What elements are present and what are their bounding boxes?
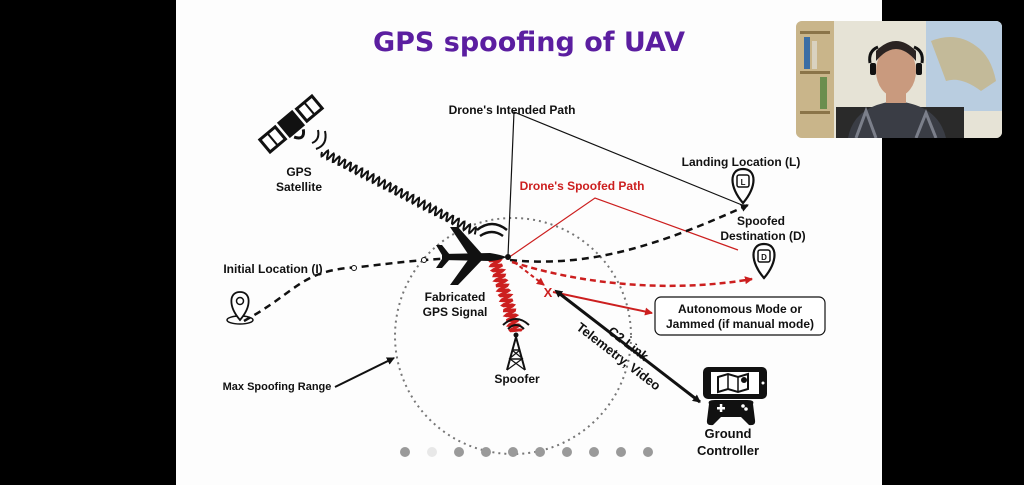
pager-dot[interactable] xyxy=(535,447,545,457)
intended-route xyxy=(509,203,749,263)
spoofed-destination-label-1: Spoofed xyxy=(737,214,785,228)
svg-text:L: L xyxy=(741,178,746,187)
pager-dot[interactable] xyxy=(589,447,599,457)
c2-link-arrow xyxy=(554,289,701,404)
autonomous-mode-label-2: Jammed (if manual mode) xyxy=(666,317,814,331)
pager-dot[interactable] xyxy=(400,447,410,457)
fabricated-signal-label-2: GPS Signal xyxy=(423,305,488,319)
gps-satellite-label-1: GPS xyxy=(286,165,311,179)
destination-pin-icon: D xyxy=(752,242,776,280)
pager-dot[interactable] xyxy=(616,447,626,457)
slide-pager[interactable] xyxy=(400,447,653,457)
satellite-signal-wave xyxy=(320,149,478,235)
radio-tower-icon xyxy=(502,318,530,371)
pager-dot[interactable] xyxy=(427,447,437,457)
pager-dot[interactable] xyxy=(481,447,491,457)
slide-canvas xyxy=(176,0,882,485)
initial-route xyxy=(243,256,463,323)
pager-dot[interactable] xyxy=(454,447,464,457)
spoofed-path-label: Drone's Spoofed Path xyxy=(520,179,645,193)
webcam-person xyxy=(796,21,1002,138)
ground-controller-label-1: Ground xyxy=(705,426,752,441)
spoofed-destination-label-2: Destination (D) xyxy=(720,229,805,243)
landing-location-pin-icon: L xyxy=(731,167,755,205)
intended-path-lines xyxy=(507,111,743,257)
pager-dot[interactable] xyxy=(562,447,572,457)
drone-icon xyxy=(436,227,506,285)
spoofed-route xyxy=(511,260,753,288)
ground-controller-label-2: Controller xyxy=(697,443,759,458)
spoofer-label: Spoofer xyxy=(494,372,540,386)
svg-text:D: D xyxy=(761,253,767,262)
fabricated-signal-label-1: Fabricated xyxy=(425,290,486,304)
tablet-map-icon xyxy=(703,367,767,399)
max-range-label: Max Spoofing Range xyxy=(223,381,332,393)
link-cut-x-mark: X xyxy=(544,285,553,300)
webcam-video xyxy=(796,21,1002,138)
initial-location-pin-icon xyxy=(226,291,254,325)
pager-dot[interactable] xyxy=(643,447,653,457)
spoofed-path-lines xyxy=(507,197,739,259)
slide-title: GPS spoofing of UAV xyxy=(373,27,685,58)
autonomous-mode-label-1: Autonomous Mode or xyxy=(678,302,802,316)
satellite-icon xyxy=(257,93,325,155)
pager-dot[interactable] xyxy=(508,447,518,457)
gamepad-icon xyxy=(706,400,756,426)
intended-path-label: Drone's Intended Path xyxy=(449,103,576,117)
landing-location-label: Landing Location (L) xyxy=(682,155,801,169)
gps-satellite-label-2: Satellite xyxy=(276,180,322,194)
initial-location-label: Initial Location (I) xyxy=(223,262,322,276)
